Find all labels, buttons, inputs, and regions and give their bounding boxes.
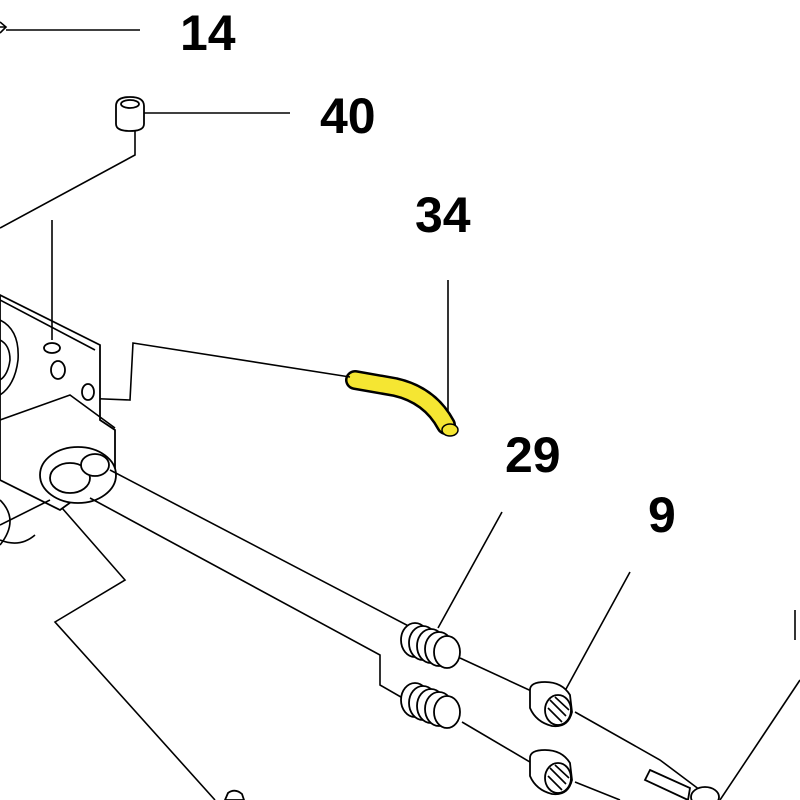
label-part-34: 34	[415, 187, 471, 243]
part-40-cap[interactable]	[0, 96, 290, 229]
label-part-29: 29	[505, 427, 561, 483]
part-9-valve-lower[interactable]	[529, 749, 573, 796]
pump-body[interactable]	[0, 220, 117, 546]
part-34-tube[interactable]	[79, 280, 459, 437]
label-part-40: 40	[320, 88, 376, 144]
part-9-valve-upper[interactable]	[529, 571, 631, 728]
part-29-spring-lower[interactable]	[400, 682, 461, 729]
label-part-14: 14	[180, 5, 236, 61]
label-part-9: 9	[648, 487, 676, 543]
part-14-pin[interactable]	[0, 21, 140, 34]
part-29-spring-upper[interactable]	[400, 511, 503, 669]
part-fragment-bottom	[224, 789, 245, 800]
assembly-leader-lines	[53, 469, 701, 800]
part-valve-stem[interactable]	[643, 610, 800, 800]
